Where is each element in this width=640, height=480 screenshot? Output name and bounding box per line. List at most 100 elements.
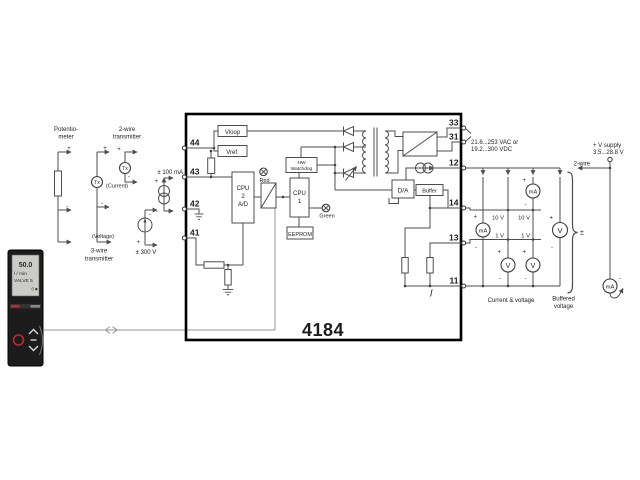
- polarity-plus: +: [67, 146, 71, 152]
- da-converter-block: [391, 179, 415, 199]
- terminal-33: [461, 125, 467, 131]
- polarity-minus: -: [499, 276, 501, 282]
- lcd-tag: VALVE 5: [14, 278, 33, 284]
- vref-label: Vref.: [226, 150, 239, 156]
- buffered-voltage-label: Buffered: [552, 297, 575, 303]
- volt-meter-label: V: [531, 263, 536, 270]
- ground-symbol: [222, 289, 234, 296]
- supply-rating: 21.6...253 VAC or 19.2...300 VDC: [465, 128, 518, 153]
- terminal-number: 12: [449, 158, 459, 168]
- resistor-symbol: [224, 269, 232, 286]
- two-wire-transmitter-label: transmitter: [113, 135, 141, 141]
- input-three-wire-transmitter: Tx + - (Current) (Voltage) 3-wire transm…: [85, 146, 128, 263]
- terminal-31: [461, 139, 467, 145]
- volt-meter: [500, 257, 516, 273]
- supply-rating-text: 19.2...300 VDC: [471, 147, 513, 153]
- terminal-number: 11: [450, 276, 459, 286]
- eeprom-label: EEPROM: [288, 232, 312, 238]
- vref-block: [217, 145, 248, 157]
- input-current-source: ± 100 mA + -: [154, 170, 183, 215]
- green-led-label: Green: [319, 214, 334, 220]
- brace-icon: [567, 171, 578, 294]
- module-model-number: 4184: [302, 320, 344, 340]
- terminal-41: [181, 235, 187, 241]
- two-wire-transmitter-label: 2-wire: [119, 127, 136, 133]
- terminal-number: 33: [449, 118, 459, 128]
- v-supply-label: + V supply: [593, 143, 621, 149]
- plus-minus-label: ±: [580, 230, 584, 237]
- output-current-source-symbol: [422, 162, 434, 174]
- polarity-plus: +: [549, 216, 553, 222]
- buffer-label: Buffer: [422, 189, 437, 195]
- terminal-42: [181, 206, 187, 212]
- polarity-plus: +: [522, 250, 526, 256]
- cpu2-label: CPU: [237, 186, 250, 192]
- polarity-minus: -: [525, 203, 527, 209]
- tap-1v-label: 1 V: [495, 234, 504, 240]
- eeprom-block: [286, 226, 314, 240]
- polarity-plus: +: [522, 178, 526, 184]
- ok-button[interactable]: [12, 334, 25, 346]
- terminal-number: 13: [449, 233, 459, 243]
- polarity-plus: +: [473, 215, 477, 221]
- arrow-up-icon[interactable]: [28, 328, 39, 335]
- terminal-12: [461, 165, 467, 171]
- arrow-icon: [345, 166, 357, 181]
- keypad-arc: [39, 325, 43, 356]
- transmitter-symbol: [118, 161, 132, 175]
- terminal-number: 41: [190, 228, 200, 238]
- terminal-13: [461, 240, 467, 246]
- tap-10v-label: 10 V: [518, 216, 530, 222]
- terminal-number: 42: [190, 199, 200, 209]
- terminal-11: [461, 283, 467, 289]
- volt-meter-label: V: [506, 263, 511, 270]
- milliamp-meter-label: mA: [479, 228, 488, 234]
- red-led-label: Red: [259, 178, 269, 184]
- potentiometer-label: meter: [58, 135, 73, 141]
- updown-buttons[interactable]: [28, 328, 39, 352]
- potentiometer-label: Potentio-: [54, 127, 78, 133]
- terminal-number: 14: [449, 198, 459, 208]
- ground-symbol: [194, 213, 204, 220]
- terminal-43: [181, 174, 187, 180]
- handheld-programming-unit: 50.0 l / min VALVE 5 0 ■: [7, 249, 44, 367]
- terminal-44: [181, 145, 187, 151]
- polarity-plus: +: [497, 250, 501, 256]
- polarity-minus: -: [66, 204, 68, 210]
- cpu1-block: [289, 177, 310, 218]
- terminal-14: [461, 205, 467, 211]
- polarity-minus: -: [149, 213, 151, 219]
- cpu1-label: 1: [298, 199, 302, 205]
- current-source-symbol: [158, 192, 170, 205]
- cpu2-label: A/D: [238, 202, 249, 208]
- diode-symbol: [342, 125, 354, 137]
- potentiometer-symbol: [54, 170, 62, 197]
- transformer-core: [373, 127, 378, 177]
- terminal-number: 43: [190, 167, 200, 177]
- tap-10v-label: 10 V: [492, 216, 504, 222]
- supply-terminal: [607, 156, 613, 163]
- three-wire-transmitter-label: transmitter: [85, 257, 113, 263]
- polarity-minus: -: [475, 245, 477, 251]
- watchdog-label: Watchdog: [291, 166, 313, 172]
- volt-meter: [551, 221, 569, 239]
- voltage-mode-label: (Voltage): [92, 234, 114, 240]
- polarity-plus: +: [103, 146, 107, 152]
- milliamp-meter-label: mA: [606, 284, 615, 290]
- v-supply-label: 3.5...28.8 V: [593, 150, 624, 156]
- lcd-process-value: 50.0: [19, 262, 33, 269]
- transformer-primary-winding: [362, 130, 367, 174]
- polarity-plus: +: [136, 240, 140, 246]
- current-voltage-label: Current & voltage: [488, 298, 535, 304]
- input-two-wire-transmitter: 2-wire transmitter Tx + -: [113, 127, 141, 185]
- diode-symbol: [342, 141, 354, 153]
- terminal-number: 44: [190, 138, 200, 148]
- resistor-symbol: [203, 261, 225, 269]
- volt-meter: [525, 257, 541, 273]
- chevron-right-icon: [112, 326, 118, 334]
- arrow-down-icon[interactable]: [28, 345, 39, 352]
- cpu1-label: CPU: [293, 191, 306, 197]
- polarity-minus: -: [101, 201, 103, 207]
- polarity-minus: -: [128, 175, 130, 181]
